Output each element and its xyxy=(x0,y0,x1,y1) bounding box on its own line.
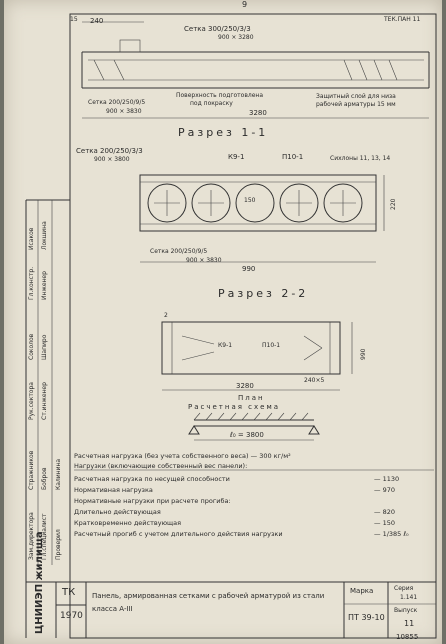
signature-name: Калинина xyxy=(55,458,62,490)
mark-value: ПТ 39-10 xyxy=(348,613,385,622)
load-row-label: Расчетный прогиб с учетом длительного де… xyxy=(74,530,283,538)
elev-surface-note2: под покраску xyxy=(190,100,233,107)
elev-dim-total: 3280 xyxy=(249,109,267,117)
elev-mesh-bottom: Сетка 200/250/9/5 xyxy=(88,99,146,106)
load-row-label: Кратковременно действующая xyxy=(74,519,182,527)
load-row-label: Нормативная нагрузка xyxy=(74,486,153,494)
series-label: Серия xyxy=(394,585,414,592)
section2-mark: 2 xyxy=(164,312,168,319)
series-value: 1.141 xyxy=(400,594,418,601)
elev-surface-note: Поверхность подготовлена xyxy=(176,92,263,99)
section1-dim-width: 990 xyxy=(242,265,256,273)
mark-label: Марка xyxy=(350,587,374,595)
signature-role: Гл.констр. xyxy=(28,266,35,300)
scheme-title: Расчетная схема xyxy=(188,403,281,411)
signature-name: Стражников xyxy=(28,450,35,490)
load-row-value: — 1/385 ℓ₀ xyxy=(374,530,409,538)
page-number: 9 xyxy=(242,0,248,9)
signature-name: Соколов xyxy=(28,333,35,360)
section1-mesh-bottom: Сетка 200/250/9/5 xyxy=(150,248,208,255)
section1-mesh-top-size: 900 × 3800 xyxy=(94,156,130,163)
signature-role: Рук.сектора xyxy=(28,382,35,420)
signature-role: Ст.инженер xyxy=(41,382,48,420)
section2-dim-tail: 240×5 xyxy=(304,377,325,384)
drawing-title: Панель, армированная сетками с рабочей а… xyxy=(92,592,325,613)
signature-role: Инженер xyxy=(41,271,48,300)
drawing-lines xyxy=(25,13,437,639)
issue-value: 11 xyxy=(404,619,415,628)
series-code: ТК xyxy=(62,587,76,598)
load-row-label: Расчетная нагрузка по несущей способност… xyxy=(74,475,230,483)
section1-title: Разрез 1-1 xyxy=(178,126,269,139)
elev-dim-left: 240 xyxy=(90,17,104,25)
load-row-value: — 820 xyxy=(374,508,395,516)
load-row-value: — 970 xyxy=(374,486,395,494)
section1-label-loops: Сихлоны 11, 13, 14 xyxy=(330,155,391,162)
section1-label-k: К9-1 xyxy=(228,153,245,161)
corner-code: ТЕК.ПАН 11 xyxy=(384,16,421,23)
elev-right-note2: рабочей арматуры 15 мм xyxy=(316,101,396,108)
loads-header2: Нагрузки (включающие собственный вес пан… xyxy=(74,462,248,470)
year: 1970 xyxy=(60,611,83,621)
drawing-sheet: 9 ТЕК.ПАН 11 15 240 Сетка 300/250/3/3 90… xyxy=(4,0,442,644)
section1-mesh-bottom-size: 900 × 3830 xyxy=(186,257,222,264)
sheet-number: 10855 xyxy=(396,633,419,641)
signature-name: Исаков xyxy=(28,227,35,250)
section2-dim-length: 3280 xyxy=(236,382,254,390)
signature-role: Проверил xyxy=(55,529,62,560)
issue-label: Выпуск xyxy=(394,607,418,614)
org-name: ЦНИИЭП жилища xyxy=(34,531,45,634)
elev-mesh-top: Сетка 300/250/3/3 xyxy=(184,25,251,33)
elev-mesh-top-size: 900 × 3280 xyxy=(218,34,254,41)
signature-name: Локшина xyxy=(41,221,48,250)
load-row-value: — 1130 xyxy=(374,475,400,483)
load-row-label: Длительно действующая xyxy=(74,508,161,516)
loads-header: Расчетная нагрузка (без учета собственно… xyxy=(74,452,291,460)
section1-mesh-top: Сетка 200/250/3/3 xyxy=(76,147,143,155)
section1-dim-circle: 150 xyxy=(244,197,256,204)
section1-dim-height: 220 xyxy=(390,198,397,210)
plan-title: План xyxy=(238,394,265,402)
section2-label-k: К9-1 xyxy=(218,342,233,349)
load-row-label: Нормативные нагрузки при расчете прогиба… xyxy=(74,497,231,505)
section2-label-p: П10-1 xyxy=(262,342,281,349)
signature-name: Шапиро xyxy=(41,334,48,360)
elev-dim-small: 15 xyxy=(70,16,78,23)
load-row-value: — 150 xyxy=(374,519,395,527)
section2-title: Разрез 2-2 xyxy=(218,287,309,300)
elev-mesh-bottom-size: 900 × 3830 xyxy=(106,108,142,115)
section1-label-p: П10-1 xyxy=(282,153,304,161)
section2-dim-height: 990 xyxy=(360,348,367,360)
signature-name: Бобров xyxy=(41,467,48,490)
elev-right-note: Защитный слой для низа xyxy=(316,93,396,100)
scheme-span: ℓ₀ = 3800 xyxy=(230,431,264,439)
